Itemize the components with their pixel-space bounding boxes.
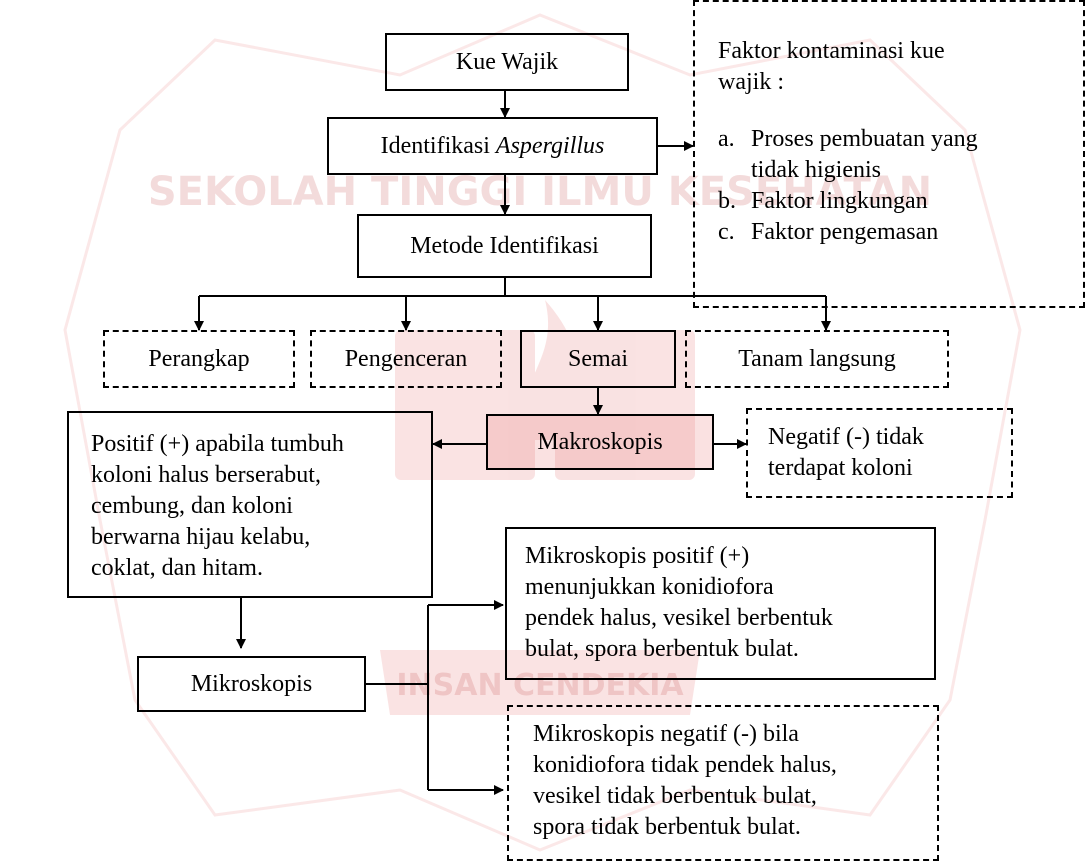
node-metode-label: Metode Identifikasi bbox=[410, 232, 599, 259]
node-negatif-makro: Negatif (-) tidak terdapat koloni bbox=[746, 408, 1013, 498]
node-faktor-kontaminasi: Faktor kontaminasi kue wajik : a. Proses… bbox=[693, 0, 1085, 308]
faktor-item-b-line-1: Faktor lingkungan bbox=[751, 188, 928, 214]
node-perangkap: Perangkap bbox=[103, 330, 295, 388]
watermark-ring-text: SEKOLAH TINGGI ILMU KESEHATAN bbox=[148, 169, 932, 215]
negatif-makro-line-1: Negatif (-) tidak bbox=[768, 424, 924, 450]
mikro-negatif-line-4: spora tidak berbentuk bulat. bbox=[533, 814, 801, 840]
node-mikro-positif: Mikroskopis positif (+) menunjukkan koni… bbox=[505, 527, 936, 680]
watermark-banner bbox=[380, 650, 700, 715]
node-identifikasi-label: Identifikasi Aspergillus bbox=[381, 131, 605, 162]
faktor-item-a: a. Proses pembuatan yang tidak higienis bbox=[718, 124, 1073, 186]
faktor-item-a-line-2: tidak higienis bbox=[751, 157, 881, 183]
node-pengenceran-label: Pengenceran bbox=[344, 345, 468, 372]
node-mikroskopis-label: Mikroskopis bbox=[190, 670, 313, 697]
node-semai-label: Semai bbox=[568, 345, 628, 372]
node-positif-makro: Positif (+) apabila tumbuh koloni halus … bbox=[67, 411, 433, 598]
node-mikro-negatif: Mikroskopis negatif (-) bila konidiofora… bbox=[507, 705, 939, 861]
faktor-item-a-marker: a. bbox=[718, 126, 735, 152]
faktor-item-c-line-1: Faktor pengemasan bbox=[751, 219, 939, 245]
faktor-title-line-1: Faktor kontaminasi kue bbox=[718, 38, 945, 64]
node-pengenceran: Pengenceran bbox=[310, 330, 502, 388]
node-perangkap-label: Perangkap bbox=[148, 345, 250, 372]
watermark-outline bbox=[63, 13, 1022, 852]
node-makroskopis-label: Makroskopis bbox=[537, 428, 663, 455]
node-makroskopis: Makroskopis bbox=[486, 414, 714, 470]
mikro-positif-line-3: pendek halus, vesikel berbentuk bbox=[525, 605, 833, 631]
positif-makro-line-2: koloni halus berserabut, bbox=[91, 462, 321, 488]
identifikasi-prefix: Identifikasi bbox=[380, 132, 490, 159]
node-kue-wajik: Kue Wajik bbox=[385, 33, 629, 91]
positif-makro-line-5: coklat, dan hitam. bbox=[91, 555, 263, 581]
node-metode-identifikasi: Metode Identifikasi bbox=[357, 214, 652, 278]
mikro-negatif-line-2: konidiofora tidak pendek halus, bbox=[533, 752, 837, 778]
mikro-negatif-line-1: Mikroskopis negatif (-) bila bbox=[533, 721, 799, 747]
faktor-list: a. Proses pembuatan yang tidak higienis … bbox=[718, 124, 1073, 248]
watermark-flame-icon bbox=[519, 300, 580, 440]
positif-makro-line-1: Positif (+) apabila tumbuh bbox=[91, 431, 344, 457]
faktor-item-c-marker: c. bbox=[718, 219, 735, 245]
faktor-item-b-marker: b. bbox=[718, 188, 736, 214]
faktor-title-line-2: wajik : bbox=[718, 69, 784, 95]
node-mikroskopis: Mikroskopis bbox=[137, 656, 366, 712]
mikro-positif-line-1: Mikroskopis positif (+) bbox=[525, 543, 750, 569]
faktor-item-b: b. Faktor lingkungan bbox=[718, 186, 1073, 217]
node-kue-wajik-label: Kue Wajik bbox=[455, 48, 559, 75]
node-tanam-label: Tanam langsung bbox=[738, 345, 896, 372]
identifikasi-genus: Aspergillus bbox=[495, 132, 605, 159]
positif-makro-line-4: berwarna hijau kelabu, bbox=[91, 524, 311, 550]
node-semai: Semai bbox=[520, 330, 676, 388]
faktor-item-a-line-1: Proses pembuatan yang bbox=[751, 126, 978, 152]
mikro-positif-line-4: bulat, spora berbentuk bulat. bbox=[525, 636, 799, 662]
node-identifikasi-aspergillus: Identifikasi Aspergillus bbox=[327, 117, 658, 175]
faktor-item-c: c. Faktor pengemasan bbox=[718, 217, 1073, 248]
negatif-makro-line-2: terdapat koloni bbox=[768, 455, 913, 481]
mikro-positif-line-2: menunjukkan konidiofora bbox=[525, 574, 774, 600]
watermark-book-right bbox=[555, 330, 695, 480]
positif-makro-line-3: cembung, dan koloni bbox=[91, 493, 293, 519]
watermark-banner-text: INSAN CENDEKIA bbox=[396, 668, 684, 703]
node-tanam-langsung: Tanam langsung bbox=[685, 330, 949, 388]
mikro-negatif-line-3: vesikel tidak berbentuk bulat, bbox=[533, 783, 817, 809]
